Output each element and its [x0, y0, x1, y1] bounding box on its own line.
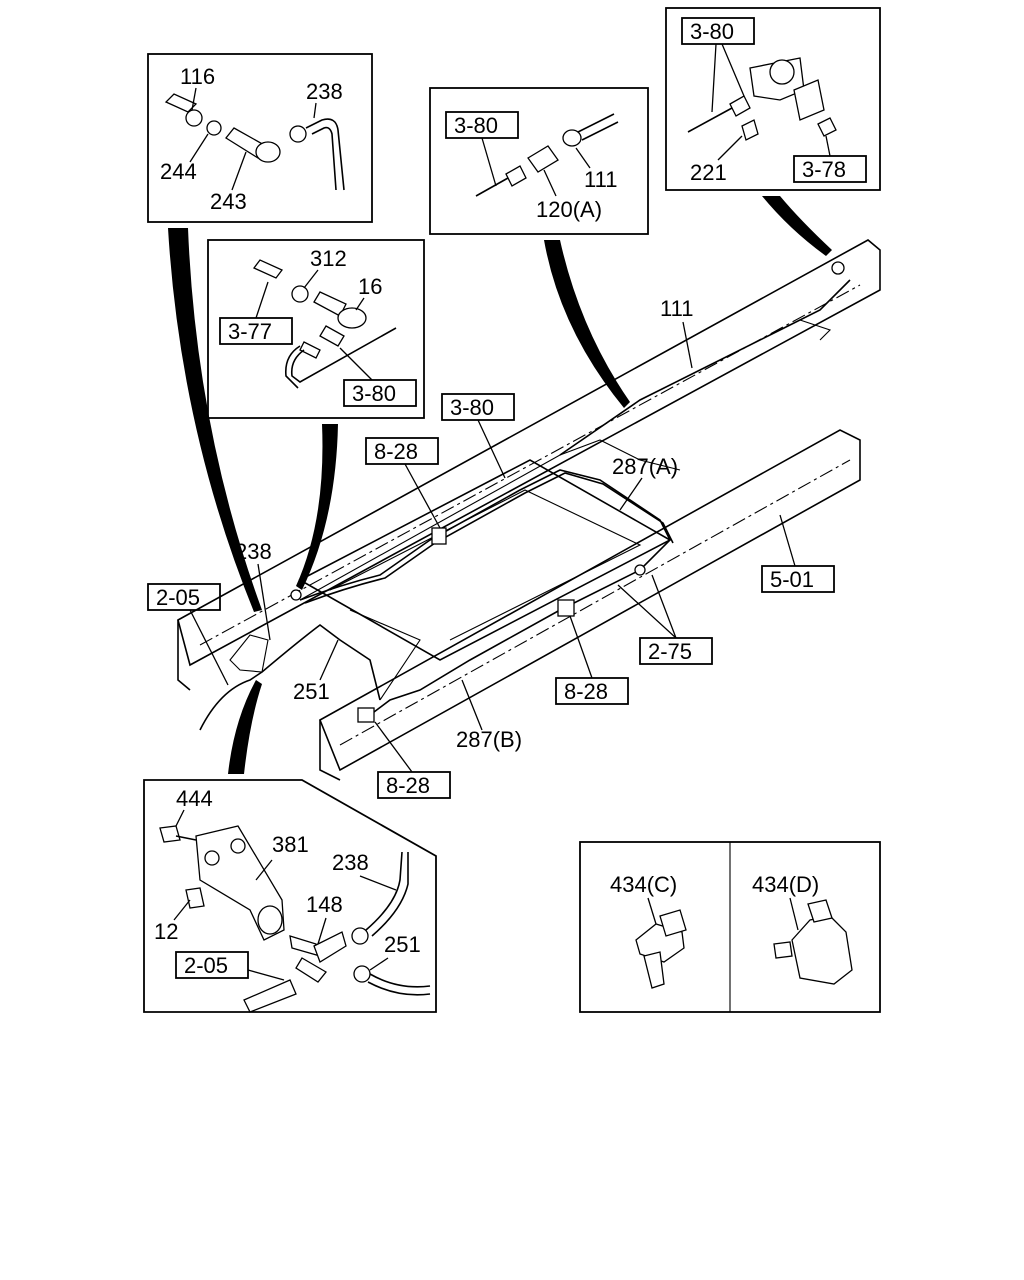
callout-inset-c [544, 240, 630, 408]
label-111-c: 111 [584, 167, 617, 192]
callout-inset-b [296, 424, 338, 590]
ref-box-8-28-top [365, 437, 439, 465]
ref-box-5-01 [761, 565, 835, 593]
label-287a: 287(A) [612, 454, 678, 479]
label-2-05-e: 2-05 [184, 953, 228, 978]
callout-inset-e [228, 680, 262, 774]
label-381: 381 [272, 832, 309, 857]
label-287b: 287(B) [456, 727, 522, 752]
label-3-80-d: 3-80 [690, 19, 734, 44]
label-244: 244 [160, 159, 197, 184]
label-243: 243 [210, 189, 247, 214]
label-12: 12 [154, 919, 178, 944]
label-221: 221 [690, 160, 727, 185]
label-434c: 434(C) [610, 872, 677, 897]
label-120a: 120(A) [536, 197, 602, 222]
callout-inset-d [762, 196, 832, 256]
label-251-main: 251 [293, 679, 330, 704]
main-assembly [177, 239, 881, 781]
label-3-80-main: 3-80 [450, 395, 494, 420]
label-3-80-b: 3-80 [352, 381, 396, 406]
inset-a: 116 238 244 243 [147, 53, 373, 223]
label-2-75: 2-75 [648, 639, 692, 664]
label-2-05-main: 2-05 [156, 585, 200, 610]
inset-f: 434(C) 434(D) [579, 841, 881, 1013]
label-238-a: 238 [306, 79, 343, 104]
label-312: 312 [310, 246, 347, 271]
label-148: 148 [306, 892, 343, 917]
callout-connectors [168, 196, 832, 774]
label-434d: 434(D) [752, 872, 819, 897]
label-3-80-c: 3-80 [454, 113, 498, 138]
label-3-77: 3-77 [228, 319, 272, 344]
label-8-28-bot: 8-28 [386, 773, 430, 798]
callout-inset-a [168, 228, 262, 612]
ref-box-8-28-bot [377, 771, 451, 799]
ref-box-2-05-main [147, 583, 221, 611]
label-238-e: 238 [332, 850, 369, 875]
inset-d: 3-80 221 3-78 [665, 7, 881, 191]
inset-b: 312 16 3-77 3-80 [207, 239, 425, 419]
label-444: 444 [176, 786, 213, 811]
ref-box-3-80-b [343, 379, 417, 407]
label-5-01: 5-01 [770, 567, 814, 592]
label-111: 111 [660, 296, 693, 321]
ref-box-3-80-d [681, 17, 755, 45]
inset-e: 444 381 238 12 148 2-05 251 [143, 779, 437, 1013]
label-116: 116 [180, 64, 215, 89]
label-16: 16 [358, 274, 382, 299]
label-251-e: 251 [384, 932, 421, 957]
inset-c: 3-80 111 120(A) [429, 87, 649, 235]
label-8-28-top: 8-28 [374, 439, 418, 464]
label-8-28-mid: 8-28 [564, 679, 608, 704]
ref-box-2-05-e [175, 951, 249, 979]
label-3-78: 3-78 [802, 157, 846, 182]
